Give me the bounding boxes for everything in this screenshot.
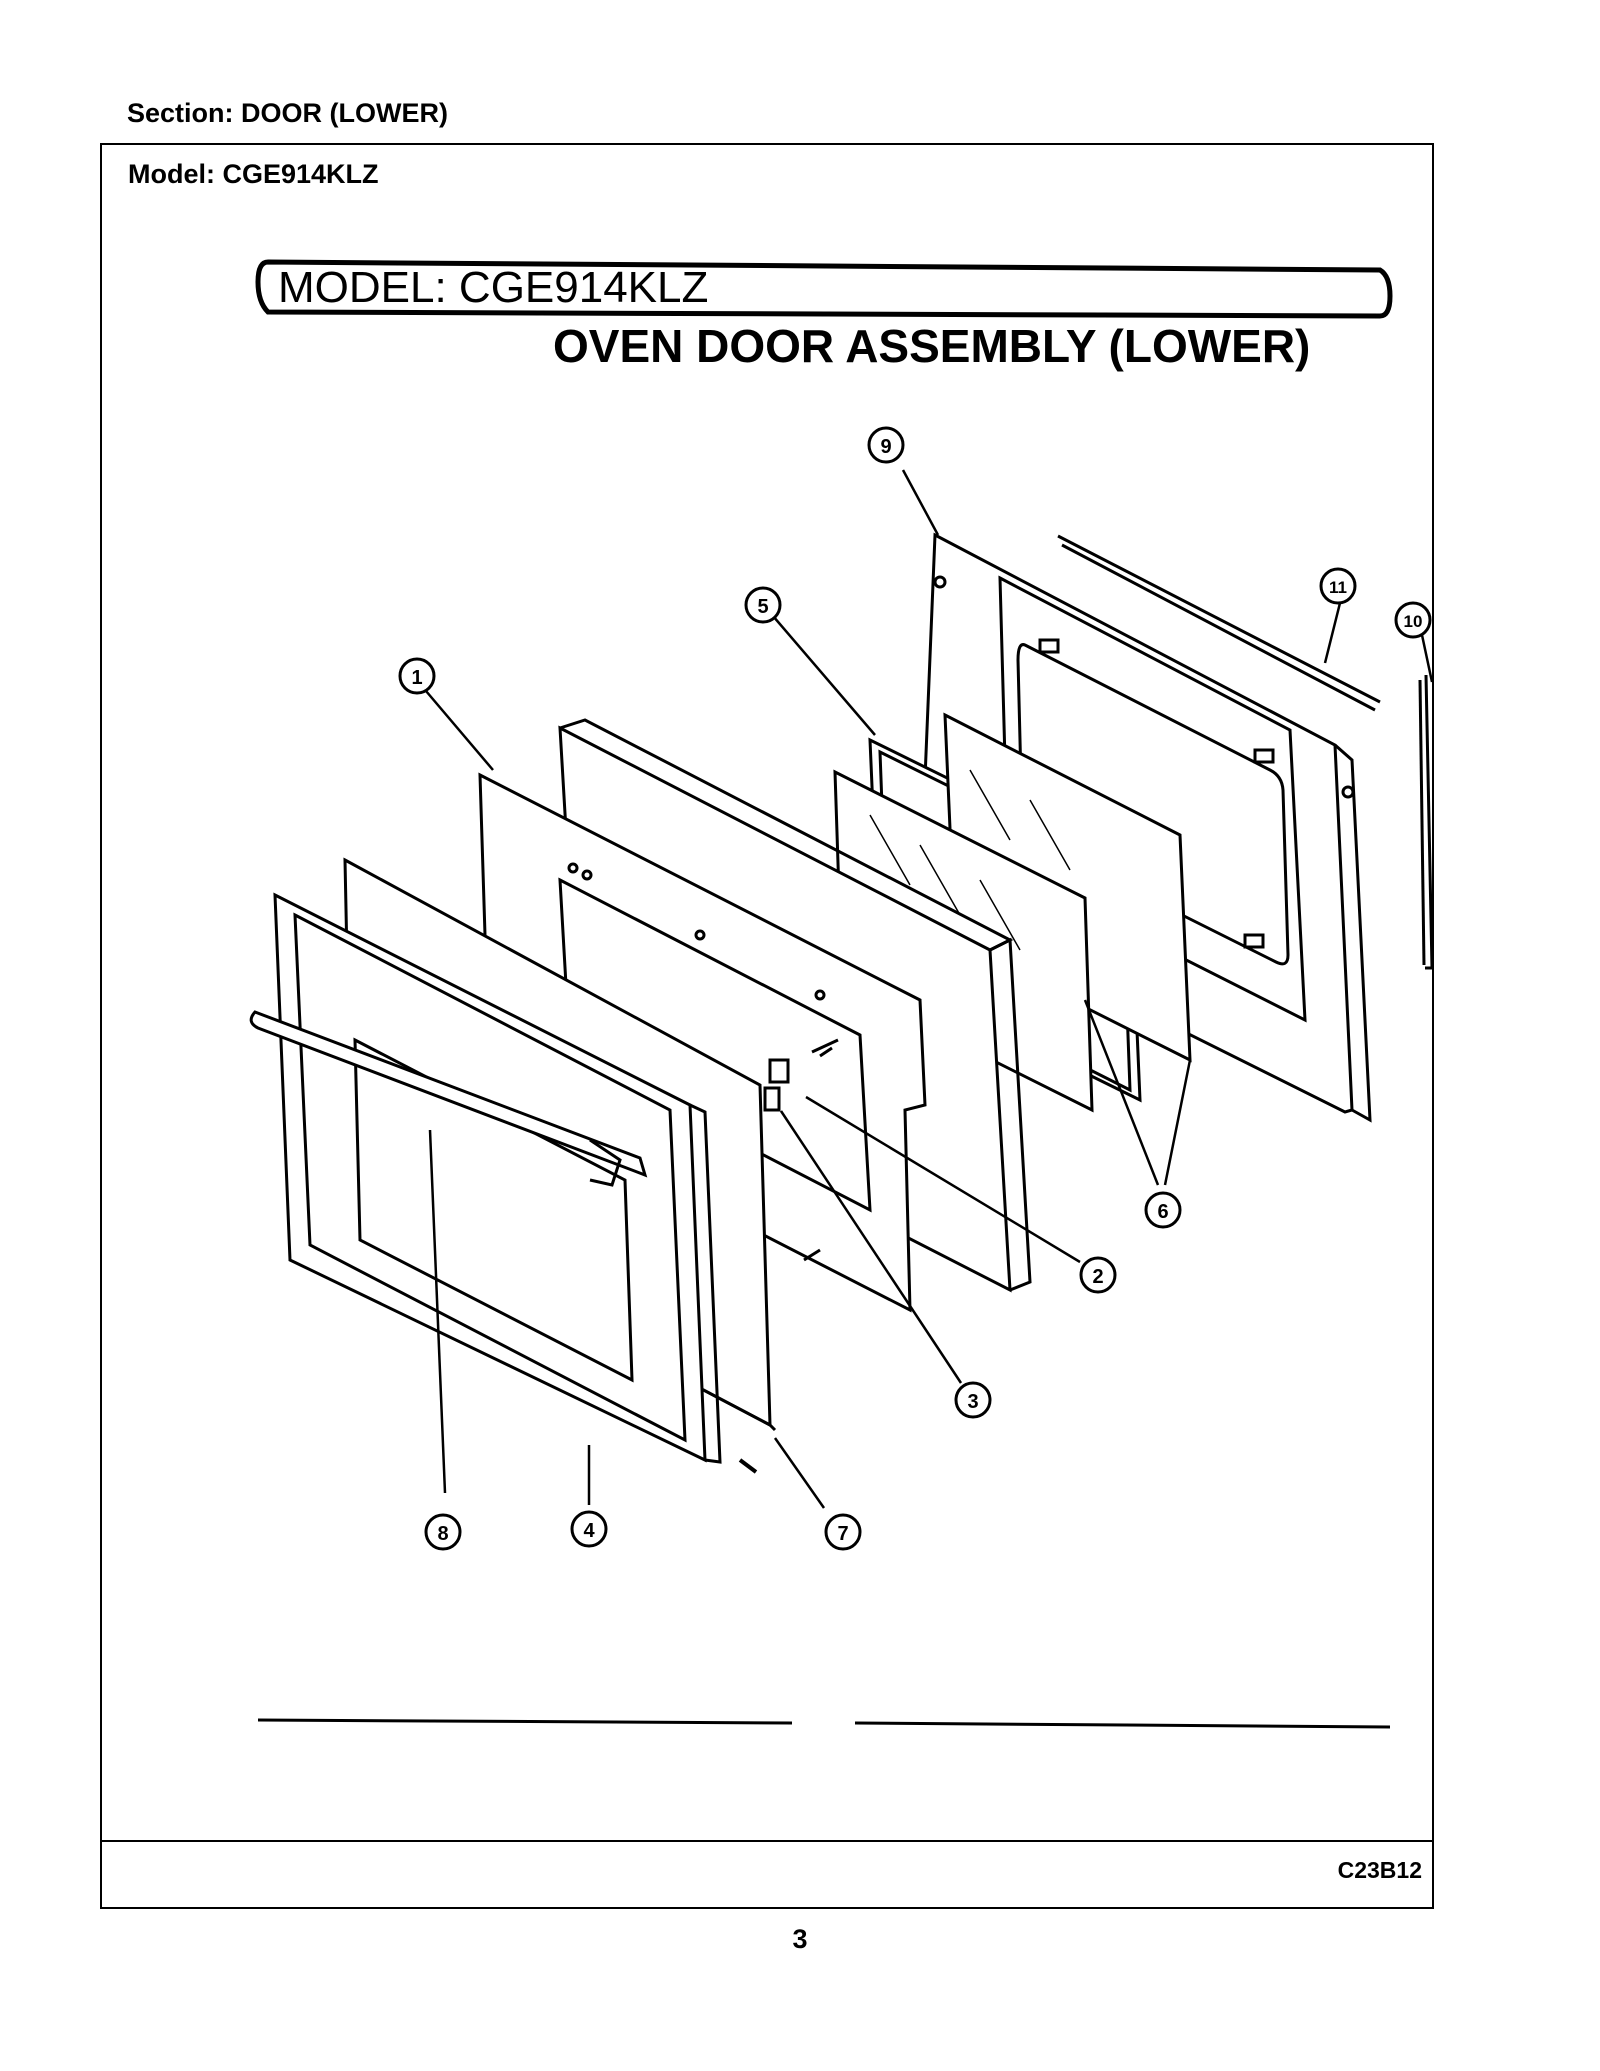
model-banner-text: MODEL: CGE914KLZ [278,263,708,312]
callout-10-label: 10 [1404,612,1423,631]
callout-11: 11 [1319,567,1357,605]
callout-1: 1 [398,657,436,695]
callout-8-label: 8 [437,1523,448,1545]
part-11-top-rod [1057,534,1381,712]
callout-5-label: 5 [757,596,768,618]
callout-4: 4 [570,1510,608,1548]
diagram-code: C23B12 [1337,1857,1422,1883]
callout-9: 9 [867,426,905,464]
part-8-door-handle [249,1010,648,1187]
callout-3-label: 3 [967,1391,978,1413]
callout-8: 8 [424,1513,462,1551]
callout-6-label: 6 [1157,1201,1168,1223]
part-10-side-rod [1418,674,1434,970]
callout-10: 10 [1394,601,1432,639]
callout-5: 5 [744,586,782,624]
callout-4-label: 4 [583,1520,595,1542]
part-2-3-hinge-bracket [763,1038,839,1262]
part-4-outer-frame [273,892,758,1474]
blank-rules [257,1718,1391,1729]
callout-3: 3 [954,1381,992,1419]
assembly-title: OVEN DOOR ASSEMBLY (LOWER) [553,320,1310,372]
model-title: Model: CGE914KLZ [128,159,379,189]
callout-9-label: 9 [880,436,891,458]
callout-7: 7 [824,1513,862,1551]
footer-divider [102,1840,1432,1842]
page-number: 3 [792,1924,808,1954]
callout-1-label: 1 [411,667,422,689]
leader-lines [425,469,1434,1509]
callout-2-label: 2 [1092,1266,1103,1288]
section-title: Section: DOOR (LOWER) [127,98,448,128]
callout-6: 6 [1144,1191,1182,1229]
callout-11-label: 11 [1329,578,1347,597]
model-banner-frame [255,259,1393,319]
diagram-frame: Model: CGE914KLZ C23B12 [100,143,1434,1909]
callout-2: 2 [1079,1256,1117,1294]
callout-7-label: 7 [837,1523,848,1545]
